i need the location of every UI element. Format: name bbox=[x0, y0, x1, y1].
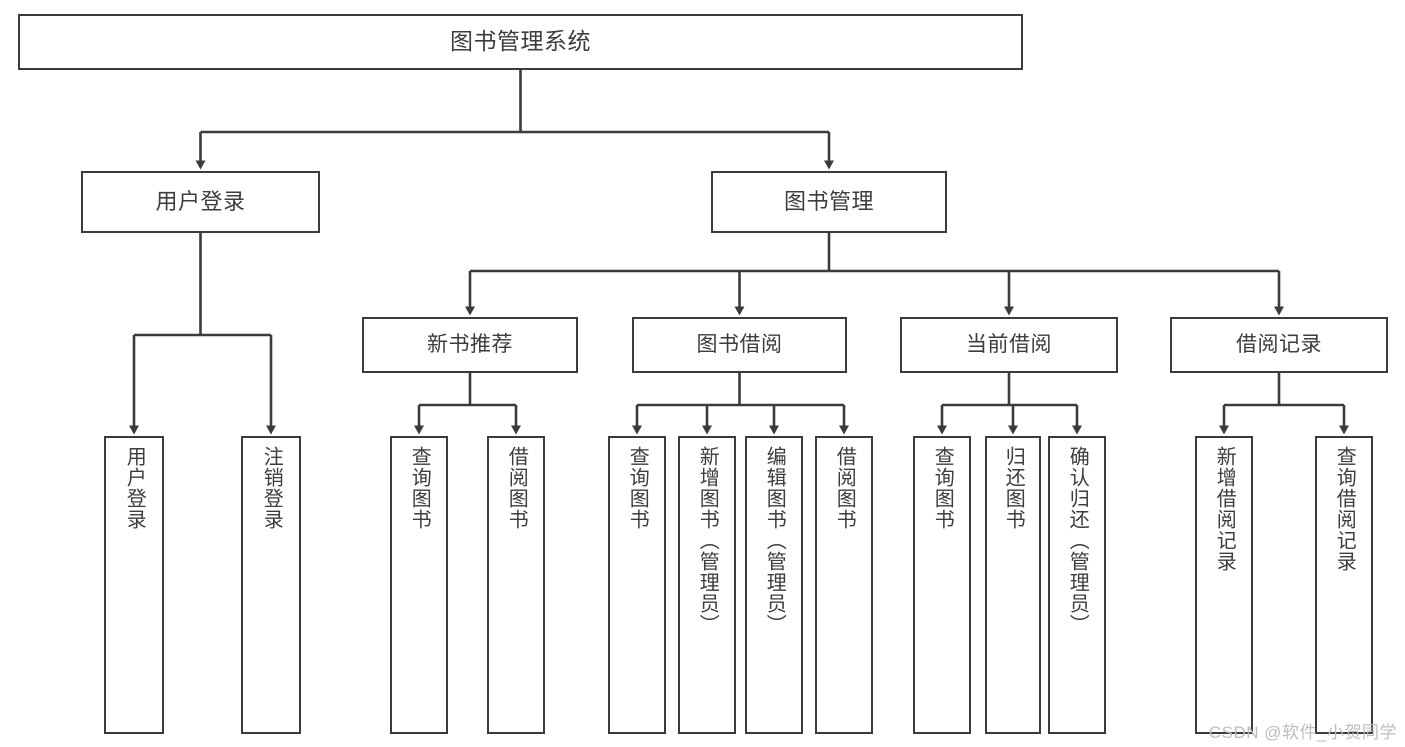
node-label: 查询借阅记录 bbox=[1333, 446, 1356, 572]
node-label: 图书管理系统 bbox=[450, 28, 591, 55]
node-label: 图书借阅 bbox=[696, 332, 783, 356]
node-label: 确认归还（管理员） bbox=[1066, 446, 1089, 635]
node-current-borrowing[interactable]: 当前借阅 bbox=[900, 317, 1118, 373]
node-new-book-recommendation[interactable]: 新书推荐 bbox=[362, 317, 578, 373]
node-label: 新增借阅记录 bbox=[1213, 446, 1236, 572]
node-label: 图书管理 bbox=[783, 189, 874, 215]
node-label: 查询图书 bbox=[626, 446, 649, 530]
node-label: 编辑图书（管理员） bbox=[763, 446, 786, 635]
node-label: 注销登录 bbox=[260, 446, 283, 530]
leaf-node-user-login[interactable]: 用户登录 bbox=[104, 436, 164, 734]
node-book-borrowing[interactable]: 图书借阅 bbox=[632, 317, 847, 373]
node-user-login[interactable]: 用户登录 bbox=[81, 171, 320, 233]
leaf-node-query-book[interactable]: 查询图书 bbox=[608, 436, 666, 734]
node-label: 用户登录 bbox=[155, 189, 246, 215]
node-label: 当前借阅 bbox=[966, 332, 1052, 356]
leaf-node-borrow-book-rec[interactable]: 借阅图书 bbox=[487, 436, 545, 734]
leaf-node-borrow-book[interactable]: 借阅图书 bbox=[815, 436, 873, 734]
node-book-management[interactable]: 图书管理 bbox=[711, 171, 947, 233]
node-label: 归还图书 bbox=[1002, 446, 1025, 530]
leaf-node-query-book-current[interactable]: 查询图书 bbox=[913, 436, 971, 734]
leaf-node-return-book[interactable]: 归还图书 bbox=[985, 436, 1041, 734]
node-label: 借阅图书 bbox=[505, 446, 528, 530]
node-root-book-management-system[interactable]: 图书管理系统 bbox=[18, 14, 1023, 70]
node-label: 新书推荐 bbox=[427, 332, 513, 356]
leaf-node-add-borrow-record[interactable]: 新增借阅记录 bbox=[1195, 436, 1253, 734]
leaf-node-query-borrow-record[interactable]: 查询借阅记录 bbox=[1315, 436, 1373, 734]
node-label: 查询图书 bbox=[408, 446, 431, 530]
leaf-node-add-book-admin[interactable]: 新增图书（管理员） bbox=[678, 436, 736, 734]
node-label: 新增图书（管理员） bbox=[696, 446, 719, 635]
leaf-node-query-book-rec[interactable]: 查询图书 bbox=[390, 436, 448, 734]
node-label: 查询图书 bbox=[931, 446, 954, 530]
leaf-node-edit-book-admin[interactable]: 编辑图书（管理员） bbox=[745, 436, 803, 734]
node-label: 借阅记录 bbox=[1236, 332, 1322, 356]
leaf-node-user-logout[interactable]: 注销登录 bbox=[241, 436, 301, 734]
node-borrowing-record[interactable]: 借阅记录 bbox=[1170, 317, 1388, 373]
leaf-node-confirm-return-admin[interactable]: 确认归还（管理员） bbox=[1048, 436, 1106, 734]
csdn-watermark: CSDN @软件_小贺同学 bbox=[1208, 723, 1397, 742]
node-label: 借阅图书 bbox=[833, 446, 856, 530]
node-label: 用户登录 bbox=[123, 446, 146, 530]
